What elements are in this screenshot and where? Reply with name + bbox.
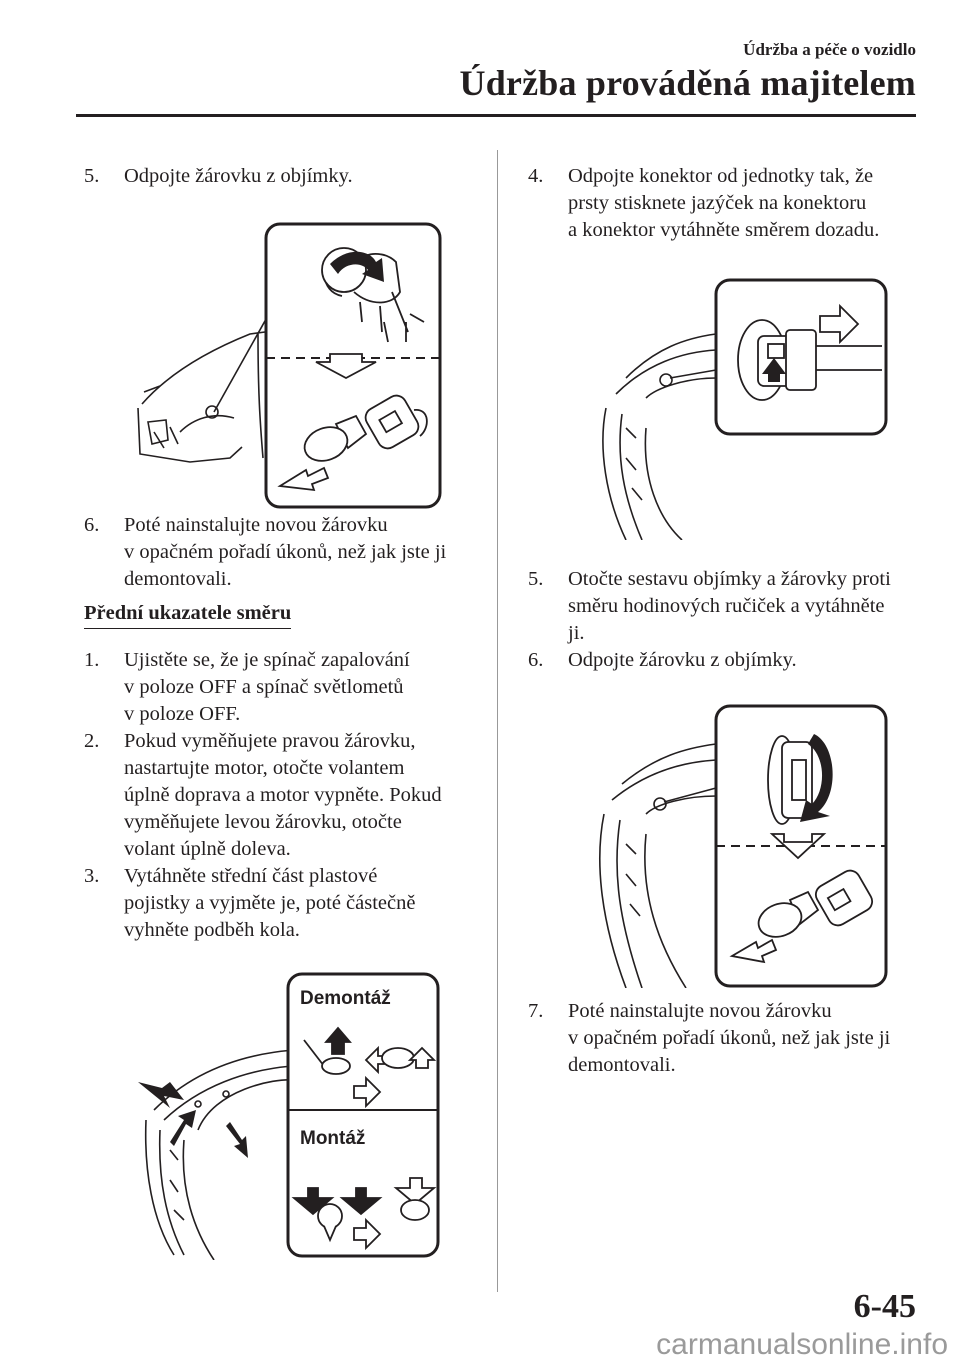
step-number: 5. — [528, 568, 544, 590]
watermark: carmanualsonline.info — [656, 1328, 948, 1361]
step-number: 6. — [84, 514, 100, 536]
step-text: Poté nainstalujte novou žárovku v opačné… — [124, 512, 446, 593]
text-line: v opačném pořadí úkonů, než jak jste ji — [124, 541, 447, 563]
text-line: pojistky a vyjměte je, poté částečně — [124, 892, 416, 914]
step-number: 4. — [528, 165, 544, 187]
step-text: Odpojte žárovku z objímky. — [568, 649, 797, 671]
step-number: 6. — [528, 649, 544, 671]
figure-connector-removal — [586, 278, 888, 540]
figure-bulb-removal-turn-signal — [586, 704, 888, 988]
step-text: Pokud vyměňujete pravou žárovku, nastart… — [124, 728, 442, 863]
text-line: Poté nainstalujte novou žárovku — [568, 1000, 832, 1022]
figure-bulb-removal-headlamp — [130, 222, 442, 510]
page-number: 6-45 — [853, 1288, 916, 1325]
step-number: 7. — [528, 1000, 544, 1022]
text-line: úplně doprava a motor vypněte. Pokud — [124, 784, 442, 806]
text-line: vyhněte podběh kola. — [124, 919, 300, 941]
chapter-title: Údržba prováděná majitelem — [459, 63, 916, 103]
step-text: Ujistěte se, že je spínač zapalování v p… — [124, 647, 410, 728]
text-line: Otočte sestavu objímky a žárovky proti — [568, 568, 891, 590]
text-line: Pokud vyměňujete pravou žárovku, — [124, 730, 416, 752]
text-line: Odpojte konektor od jednotky tak, že — [568, 165, 874, 187]
header-rule — [76, 114, 916, 117]
text-line: v poloze OFF. — [124, 703, 241, 725]
step-number: 5. — [84, 165, 100, 187]
text-line: ji. — [568, 622, 585, 644]
text-line: volant úplně doleva. — [124, 838, 291, 860]
section-heading: Přední ukazatele směru — [84, 602, 292, 629]
step-number: 3. — [84, 865, 100, 887]
text-line: nastartujte motor, otočte volantem — [124, 757, 405, 779]
step-text: Odpojte konektor od jednotky tak, že prs… — [568, 163, 879, 244]
step-text: Poté nainstalujte novou žárovku v opačné… — [568, 998, 890, 1079]
text-line: prsty stisknete jazýček na konektoru — [568, 192, 867, 214]
text-line: demontovali. — [568, 1054, 676, 1076]
step-text: Vytáhněte střední část plastové pojistky… — [124, 863, 415, 944]
figure-label-install: Montáž — [300, 1128, 365, 1149]
text-line: demontovali. — [124, 568, 232, 590]
text-line: v opačném pořadí úkonů, než jak jste ji — [568, 1027, 891, 1049]
text-line: a konektor vytáhněte směrem dozadu. — [568, 219, 880, 241]
section-header: Údržba a péče o vozidlo — [743, 40, 916, 59]
column-divider — [497, 150, 498, 1292]
step-text: Odpojte žárovku z objímky. — [124, 165, 353, 187]
text-line: v poloze OFF a spínač světlometů — [124, 676, 404, 698]
step-text: Otočte sestavu objímky a žárovky proti s… — [568, 566, 891, 647]
text-line: Poté nainstalujte novou žárovku — [124, 514, 388, 536]
step-number: 2. — [84, 730, 100, 752]
figure-label-remove: Demontáž — [300, 988, 391, 1009]
text-line: Vytáhněte střední část plastové — [124, 865, 378, 887]
step-number: 1. — [84, 649, 100, 671]
figure-clip-removal: Demontáž Montáž — [134, 970, 440, 1260]
text-line: vyměňujete levou žárovku, otočte — [124, 811, 402, 833]
text-line: směru hodinových ručiček a vytáhněte — [568, 595, 885, 617]
text-line: Ujistěte se, že je spínač zapalování — [124, 649, 410, 671]
